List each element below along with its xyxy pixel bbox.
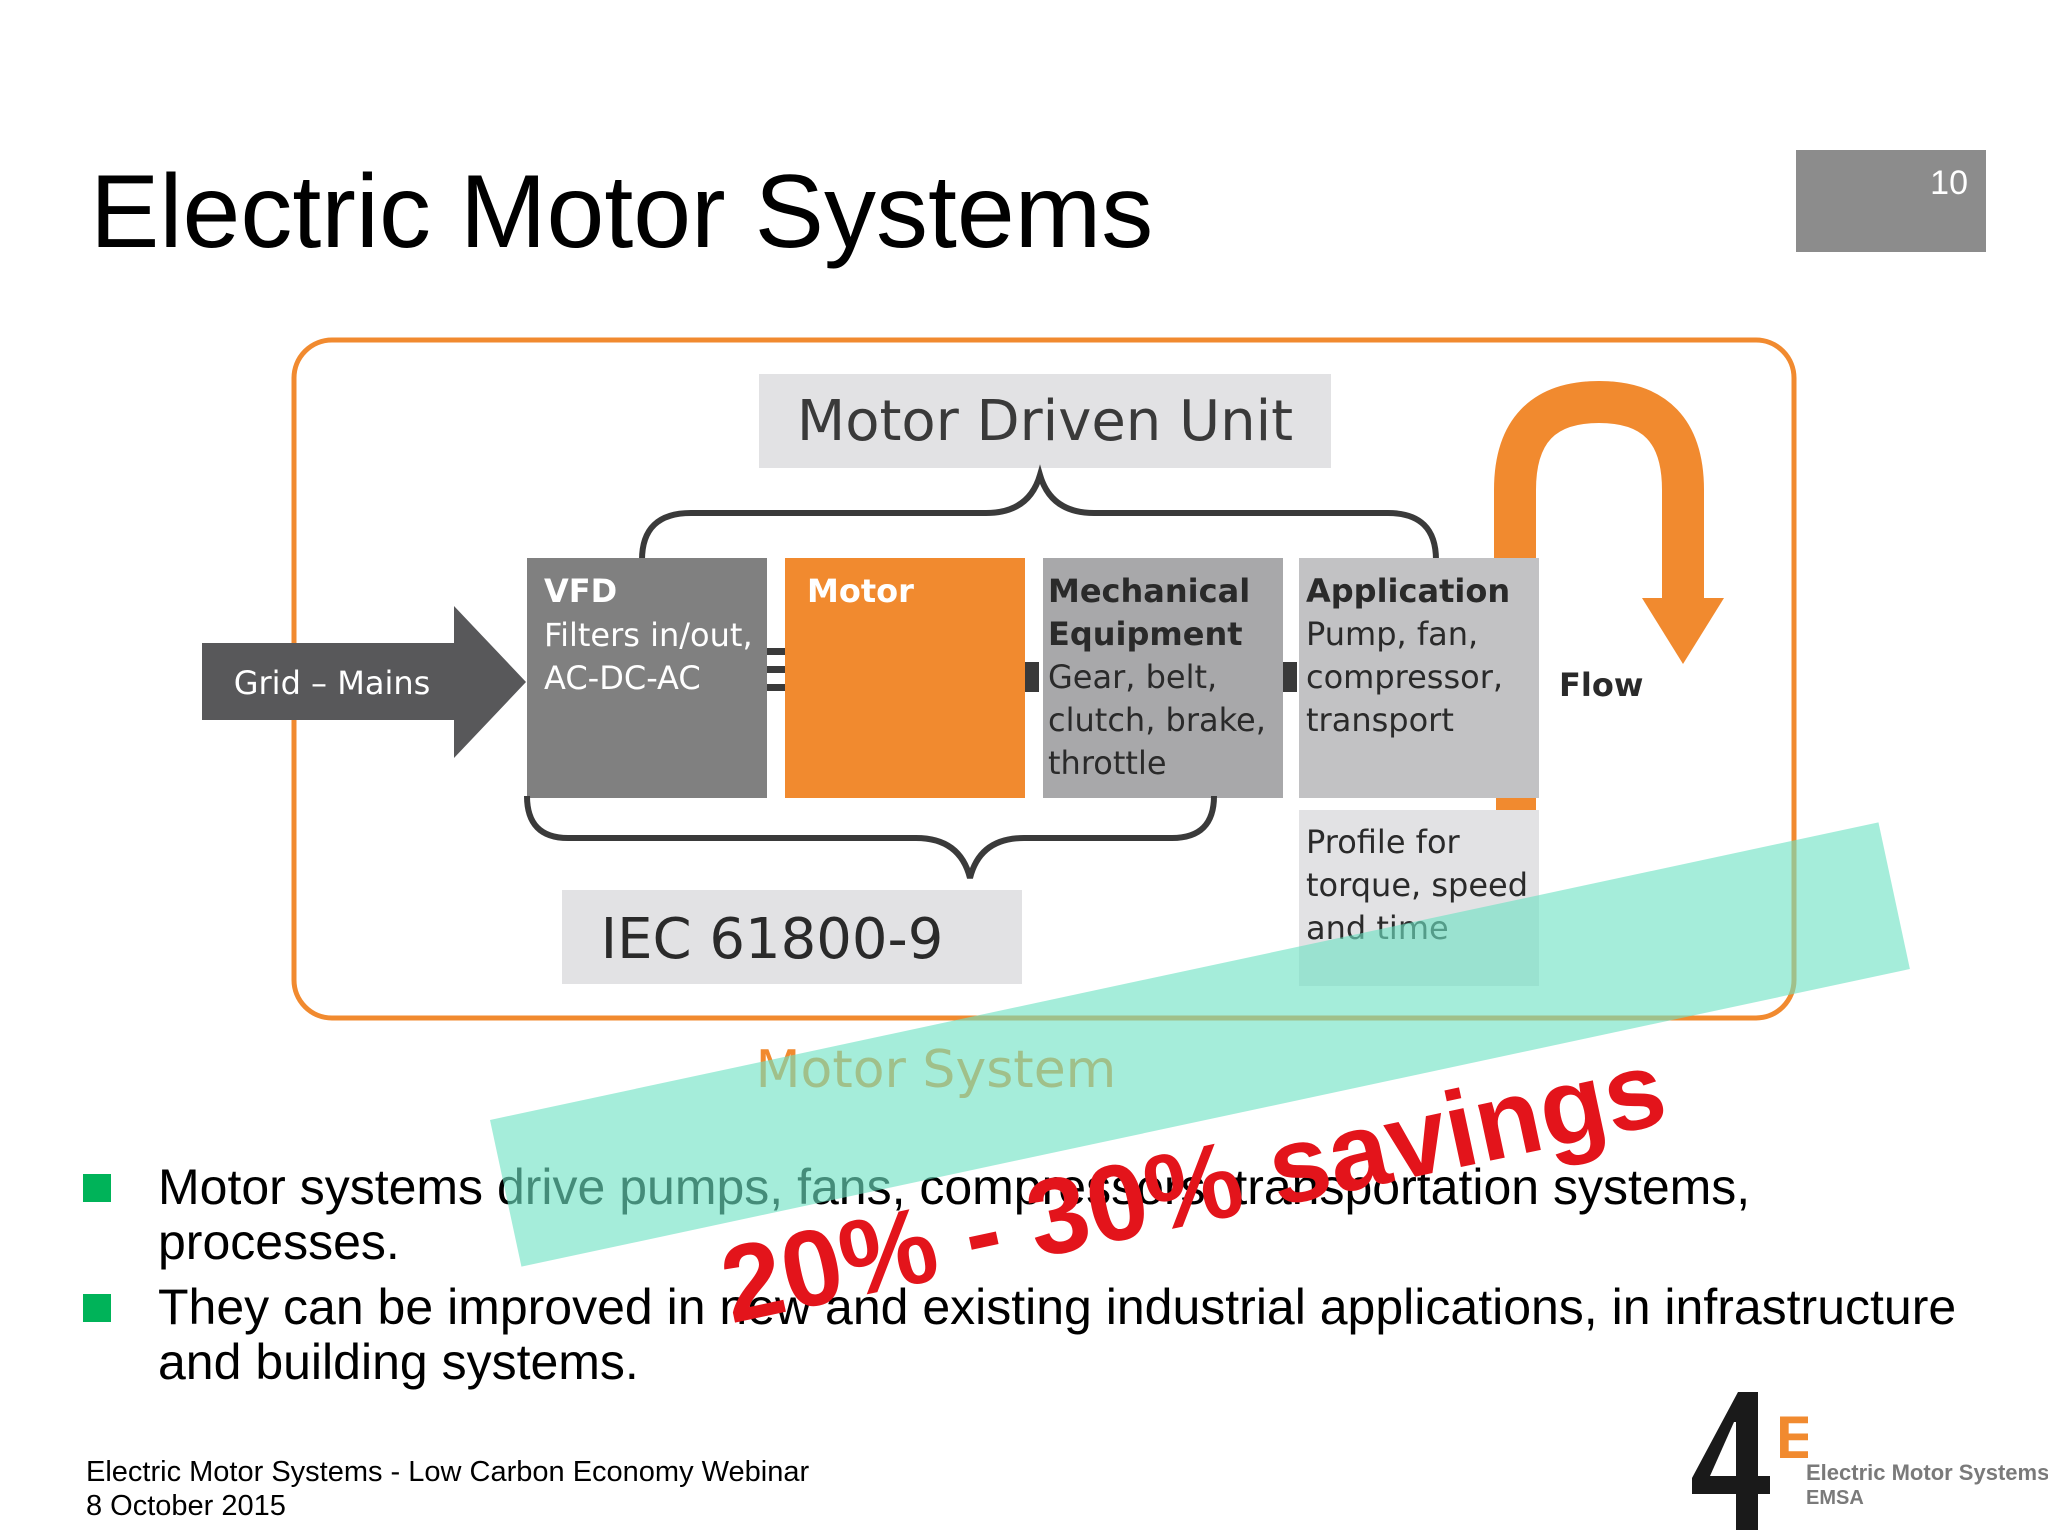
top-brace [639,464,1439,561]
profile-line-1: Profile for [1306,823,1461,861]
mechanical-line-2: clutch, brake, [1048,701,1266,739]
connector-line [767,648,785,655]
vfd-line-2: AC-DC-AC [544,659,701,697]
application-line-2: compressor, [1306,658,1503,696]
grid-mains-arrow [202,606,526,758]
profile-line-2: torque, speed [1306,866,1528,904]
iec-box [562,890,1022,984]
bullet-square-icon [83,1174,111,1202]
vfd-box [527,558,767,798]
logo-subtext: EMSA [1806,1487,1864,1509]
page-number: 10 [1930,164,1968,202]
bullet-item: They can be improved in new and existing… [78,1280,2038,1390]
mechanical-heading-2: Equipment [1048,615,1243,653]
mechanical-line-3: throttle [1048,744,1167,782]
connector-shaft [1025,662,1039,692]
flow-arrow-tail [1496,796,1536,810]
4e-logo-icon: E [1692,1392,1808,1530]
motor-driven-unit-box [759,374,1331,468]
mechanical-line-1: Gear, belt, [1048,658,1217,696]
logo-text: Electric Motor Systems [1806,1460,2048,1485]
motor-driven-unit-label: Motor Driven Unit [797,389,1293,454]
bullet-list: Motor systems drive pumps, fans, compres… [78,1160,2038,1400]
iec-label: IEC 61800-9 [601,907,944,972]
logo-e-letter: E [1776,1404,1808,1471]
flow-arrow-head [1642,598,1724,664]
bottom-brace [524,795,1217,879]
vfd-line-1: Filters in/out, [544,616,753,654]
grid-mains-label: Grid – Mains [234,664,431,702]
footer-title: Electric Motor Systems - Low Carbon Econ… [86,1456,810,1488]
bullet-square-icon [83,1294,111,1322]
bullet-text-line: processes. [158,1214,400,1270]
application-line-3: transport [1306,701,1454,739]
logo-four-notch [1710,1422,1736,1476]
bullet-text-line: They can be improved in new and existing… [158,1279,1957,1335]
motor-box [785,558,1025,798]
flow-arrow-curve [1494,380,1704,612]
page-title: Electric Motor Systems [90,154,1154,270]
flow-label: Flow [1559,666,1643,704]
bullet-text-line: and building systems. [158,1334,639,1390]
connector-shaft [1283,662,1297,692]
application-line-1: Pump, fan, [1306,615,1478,653]
mechanical-equipment-box [1043,558,1283,798]
connector-line [767,666,785,673]
page-number-box: 10 [1796,150,1986,252]
application-heading: Application [1306,572,1510,610]
footer-date: 8 October 2015 [86,1490,286,1522]
application-box [1299,558,1539,798]
vfd-heading: VFD [544,572,617,610]
mechanical-heading-1: Mechanical [1048,572,1250,610]
connector-line [767,684,785,691]
motor-heading: Motor [807,572,914,610]
